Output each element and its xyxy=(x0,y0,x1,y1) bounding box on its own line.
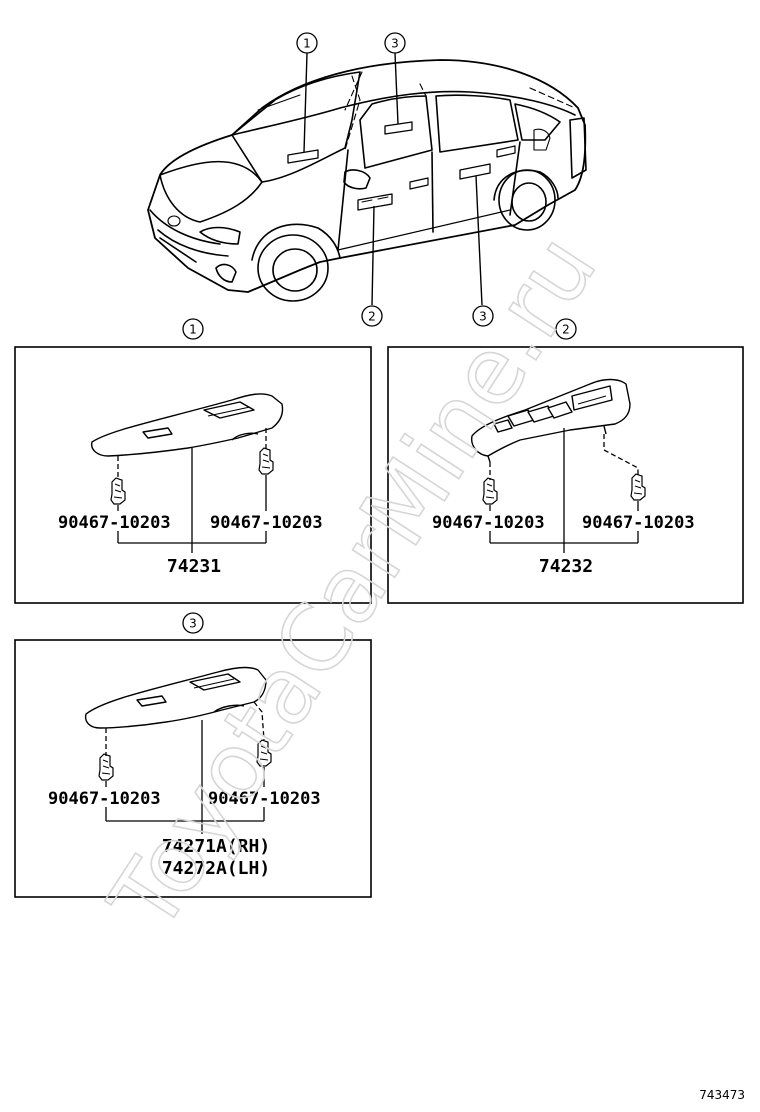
panel-1-callout: 1 xyxy=(182,318,204,340)
panel-2-clip-left-label: 90467-10203 xyxy=(432,513,545,533)
callout-top-1-label: 1 xyxy=(303,37,311,51)
callout-bottom-2-label: 2 xyxy=(368,310,376,324)
panel-3-leaders xyxy=(105,701,265,834)
panel-2-switch-bezel xyxy=(471,378,631,463)
callout-bottom-3: 3 xyxy=(472,305,494,327)
panel-3-part-number-rh: 74271A(RH) xyxy=(162,836,270,857)
panel-2-clip-left-icon xyxy=(482,477,498,505)
car-leaders xyxy=(303,52,483,306)
panel-2-callout: 2 xyxy=(555,318,577,340)
callout-top-3-label: 3 xyxy=(391,37,399,51)
panel-1-clip-right-label: 90467-10203 xyxy=(210,513,323,533)
panel-3-clip-left-label: 90467-10203 xyxy=(48,789,161,809)
panel-3-frame xyxy=(14,639,372,898)
panel-2-clip-right-icon xyxy=(630,473,646,501)
panel-3-clip-right-label: 90467-10203 xyxy=(208,789,321,809)
panel-1-switch-bezel xyxy=(91,393,284,457)
callout-top-1: 1 xyxy=(296,32,318,54)
panel-3-clip-left-icon xyxy=(98,753,114,781)
panel-3-callout-label: 3 xyxy=(189,617,197,631)
panel-3-switch-bezel xyxy=(84,666,267,729)
figure-id: 743473 xyxy=(699,1088,745,1102)
panel-1-clip-right-icon xyxy=(258,447,274,475)
panel-2-frame xyxy=(387,346,744,604)
panel-3-part-number-lh: 74272A(LH) xyxy=(162,858,270,879)
panel-1-frame xyxy=(14,346,372,604)
callout-top-3: 3 xyxy=(384,32,406,54)
panel-3-callout: 3 xyxy=(182,612,204,634)
callout-bottom-2: 2 xyxy=(361,305,383,327)
panel-2-callout-label: 2 xyxy=(562,323,570,337)
panel-1-leaders xyxy=(117,428,267,553)
panel-2-clip-right-label: 90467-10203 xyxy=(582,513,695,533)
panel-2-leaders xyxy=(489,428,639,553)
callout-bottom-3-label: 3 xyxy=(479,310,487,324)
panel-1-part-number: 74231 xyxy=(167,556,221,577)
panel-1-callout-label: 1 xyxy=(189,323,197,337)
car-illustration xyxy=(147,59,587,302)
watermark-text: ToyotaCarMine.ru xyxy=(89,217,617,950)
panel-1-clip-left-label: 90467-10203 xyxy=(58,513,171,533)
panel-1-clip-left-icon xyxy=(110,477,126,505)
panel-2-part-number: 74232 xyxy=(539,556,593,577)
